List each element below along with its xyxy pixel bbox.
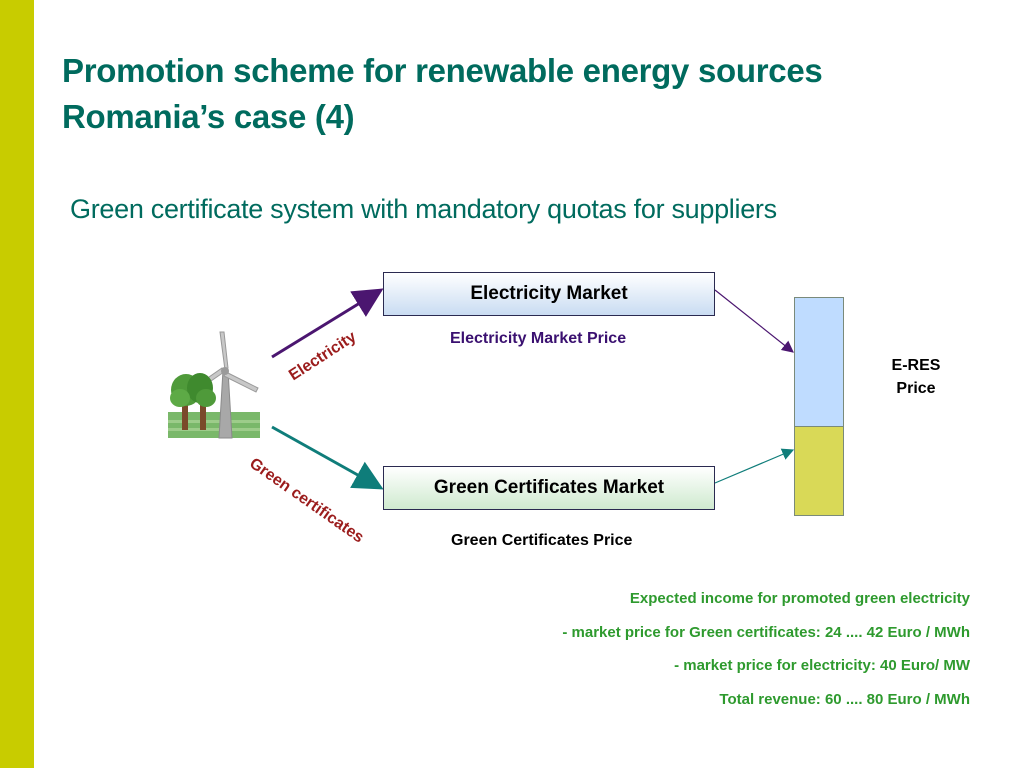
title-line-1: Promotion scheme for renewable energy so… — [62, 52, 823, 89]
eres-price-label: E-RES Price — [876, 354, 956, 400]
gc-to-price-arrow — [714, 448, 795, 484]
electricity-market-label: Electricity Market — [470, 283, 628, 304]
electricity-arrow — [271, 288, 384, 359]
green-certificates-arrow — [271, 425, 384, 490]
title-line-2: Romania’s case (4) — [62, 98, 355, 135]
eres-line-1: E-RES — [891, 357, 941, 374]
green-certificates-market-label: Green Certificates Market — [433, 477, 665, 498]
accent-strip — [0, 0, 34, 768]
price-bar-electricity — [794, 297, 844, 427]
income-notes: Expected income for promoted green elect… — [410, 588, 970, 722]
price-bar-green-certificates — [794, 426, 844, 516]
wind-turbine-icon — [168, 331, 260, 439]
note-gc-price: - market price for Green certificates: 2… — [562, 623, 970, 641]
electricity-market-price: Electricity Market Price — [450, 330, 627, 347]
green-certificates-price: Green Certificates Price — [451, 532, 633, 549]
slide-title: Promotion scheme for renewable energy so… — [62, 48, 962, 140]
note-total-revenue: Total revenue: 60 .... 80 Euro / MWh — [719, 690, 970, 708]
slide-subtitle: Green certificate system with mandatory … — [70, 194, 777, 224]
note-electricity-price: - market price for electricity: 40 Euro/… — [674, 657, 970, 674]
electricity-market-box: Electricity Market — [383, 272, 715, 316]
green-certificates-market-box: Green Certificates Market — [383, 466, 715, 510]
market-to-price-arrow — [714, 289, 794, 353]
eres-line-2: Price — [896, 380, 936, 397]
note-expected-income: Expected income for promoted green elect… — [629, 590, 970, 607]
